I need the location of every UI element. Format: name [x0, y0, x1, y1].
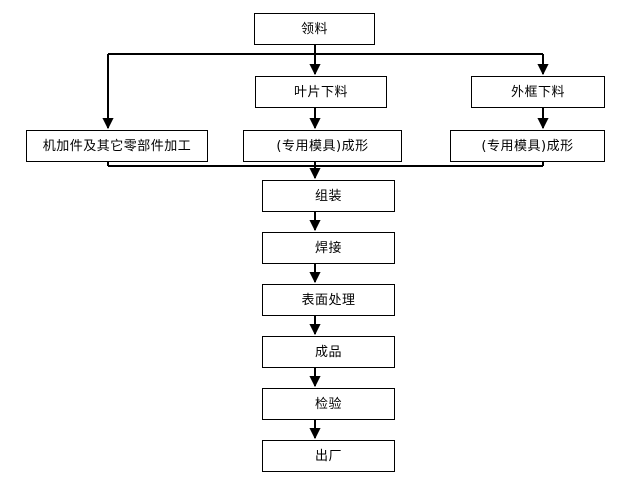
node-jijiajian-jiagong[interactable]: 机加件及其它零部件加工 — [26, 130, 208, 162]
node-label: 出厂 — [314, 448, 342, 464]
node-zhuanyong-muju-chengxing-middle[interactable]: (专用模具)成形 — [243, 130, 402, 162]
node-label: 组装 — [314, 188, 342, 204]
node-chuchang[interactable]: 出厂 — [262, 440, 395, 472]
node-label: 检验 — [314, 396, 342, 412]
node-jianyan[interactable]: 检验 — [262, 388, 395, 420]
node-waikuang-xialiao[interactable]: 外框下料 — [471, 76, 605, 108]
node-label: (专用模具)成形 — [481, 138, 574, 154]
node-zhuanyong-muju-chengxing-right[interactable]: (专用模具)成形 — [450, 130, 605, 162]
node-hanjie[interactable]: 焊接 — [262, 232, 395, 264]
node-label: 机加件及其它零部件加工 — [42, 138, 192, 154]
node-label: 外框下料 — [510, 84, 565, 100]
node-label: 成品 — [314, 344, 342, 360]
node-label: 叶片下料 — [293, 84, 348, 100]
node-biaomian-chuli[interactable]: 表面处理 — [262, 284, 395, 316]
node-label: 领料 — [300, 21, 328, 37]
node-label: 焊接 — [314, 240, 342, 256]
node-label: (专用模具)成形 — [276, 138, 369, 154]
node-lingliao[interactable]: 领料 — [254, 13, 375, 45]
node-yepian-xialiao[interactable]: 叶片下料 — [255, 76, 387, 108]
node-zuzhuang[interactable]: 组装 — [262, 180, 395, 212]
node-label: 表面处理 — [301, 292, 356, 308]
node-chengpin[interactable]: 成品 — [262, 336, 395, 368]
